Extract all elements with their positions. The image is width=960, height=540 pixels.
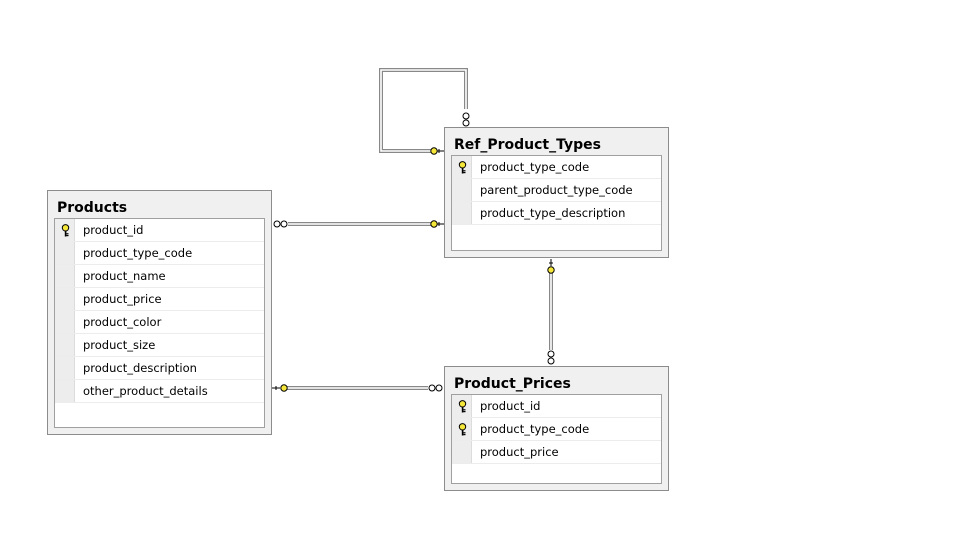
column-row[interactable]: product_price [55, 288, 264, 311]
relationship-products-product-prices[interactable] [272, 384, 443, 392]
column-row[interactable]: product_description [55, 357, 264, 380]
primary-key-icon [61, 224, 70, 237]
column-grid: product_id product_type_code product_nam… [54, 218, 265, 428]
column-grid: product_id product_type_code product_pri… [451, 394, 662, 484]
column-row[interactable]: product_price [452, 441, 661, 464]
entity-title: Products [57, 200, 128, 216]
column-name: product_type_description [480, 206, 626, 220]
row-selector [55, 334, 75, 356]
column-row[interactable]: parent_product_type_code [452, 179, 661, 202]
row-selector [55, 242, 75, 264]
column-row[interactable]: product_id [452, 395, 661, 418]
column-name: product_description [83, 361, 197, 375]
column-name: other_product_details [83, 384, 208, 398]
column-row[interactable]: product_type_code [452, 418, 661, 441]
row-selector [452, 395, 472, 417]
column-name: product_type_code [83, 246, 193, 260]
entity-title: Product_Prices [454, 376, 571, 392]
column-row[interactable]: product_size [55, 334, 264, 357]
column-name: product_type_code [480, 422, 590, 436]
entity-product-prices[interactable]: Product_Prices product_id [444, 366, 669, 491]
row-selector [452, 179, 472, 201]
row-selector [452, 156, 472, 178]
relationship-ref-product-types-products[interactable] [273, 220, 444, 228]
row-selector [55, 311, 75, 333]
row-selector [452, 202, 472, 224]
primary-key-icon [458, 161, 467, 174]
row-selector [55, 288, 75, 310]
column-row[interactable]: product_type_description [452, 202, 661, 225]
row-selector [55, 380, 75, 402]
column-grid: product_type_code parent_product_type_co… [451, 155, 662, 251]
column-row[interactable]: other_product_details [55, 380, 264, 403]
relationship-ref-product-types-product-prices[interactable] [547, 259, 555, 365]
column-row[interactable]: product_name [55, 265, 264, 288]
entity-title: Ref_Product_Types [454, 137, 601, 153]
column-name: product_name [83, 269, 166, 283]
column-row[interactable]: product_type_code [452, 156, 661, 179]
relationship-ref-product-types-self[interactable] [379, 68, 470, 155]
row-selector [452, 441, 472, 463]
row-selector [55, 265, 75, 287]
column-name: product_size [83, 338, 156, 352]
primary-key-icon [458, 423, 467, 436]
column-row[interactable]: product_id [55, 219, 264, 242]
column-name: product_price [83, 292, 162, 306]
column-name: product_id [480, 399, 541, 413]
column-name: product_color [83, 315, 162, 329]
row-selector [55, 219, 75, 241]
column-name: product_price [480, 445, 559, 459]
row-selector [452, 418, 472, 440]
column-name: product_type_code [480, 160, 590, 174]
row-selector [55, 357, 75, 379]
column-name: product_id [83, 223, 144, 237]
primary-key-icon [458, 400, 467, 413]
entity-products[interactable]: Products product_id product_type_code pr… [47, 190, 272, 435]
entity-ref-product-types[interactable]: Ref_Product_Types product_type_code pare… [444, 127, 669, 258]
column-name: parent_product_type_code [480, 183, 633, 197]
column-row[interactable]: product_type_code [55, 242, 264, 265]
column-row[interactable]: product_color [55, 311, 264, 334]
